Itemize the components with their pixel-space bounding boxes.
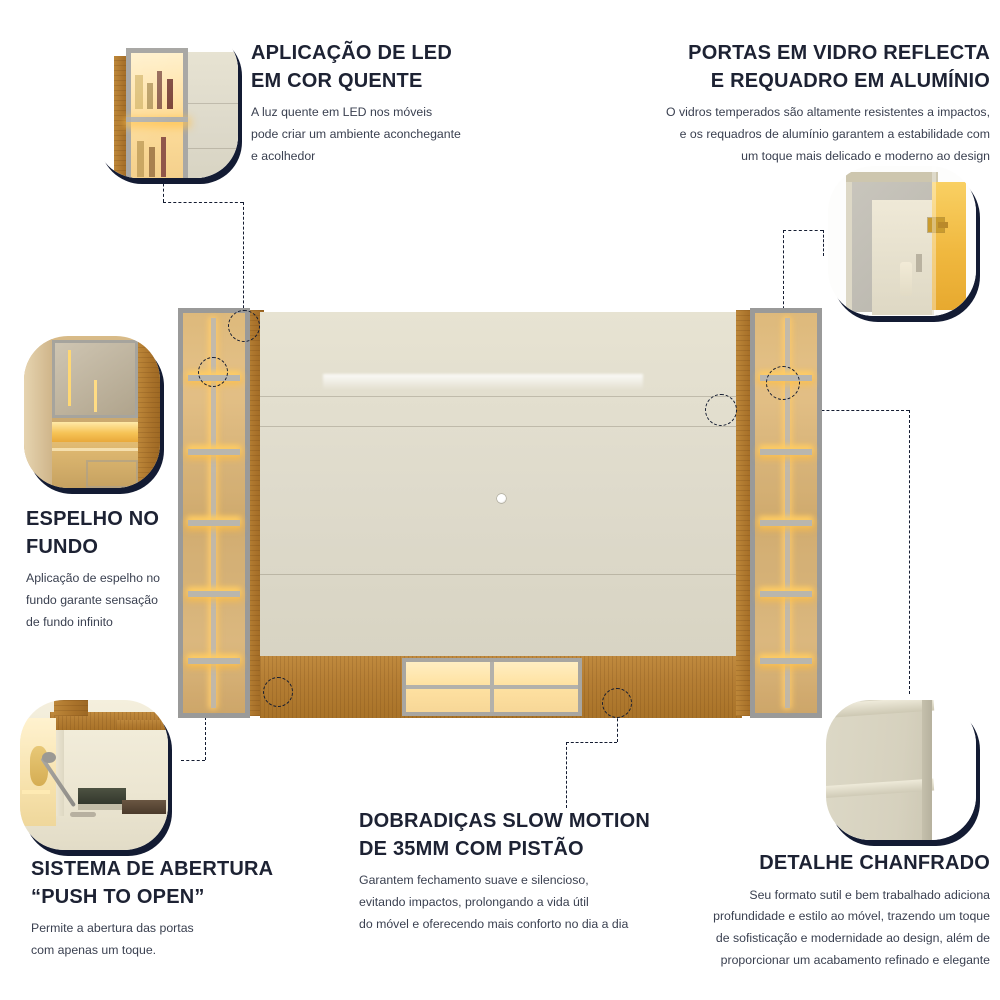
body-line-2: com apenas um toque. [31, 943, 157, 958]
body-line-1: Seu formato sutil e bem trabalhado adici… [749, 887, 990, 902]
body-line-1: Aplicação de espelho no [26, 571, 160, 586]
callout-espelho-no-fundo: ESPELHO NO FUNDO Aplicação de espelho no… [26, 506, 226, 634]
product-render-painel-home-theater [178, 308, 822, 726]
body-line-4: proporcionar um acabamento refinado e el… [720, 953, 990, 968]
marker-dobradicas [602, 688, 632, 718]
callout-led-cor-quente: APLICAÇÃO DE LED EM COR QUENTE A luz que… [251, 40, 491, 168]
marker-push-to-open [263, 677, 293, 707]
body-line-2: fundo garante sensação [26, 593, 158, 608]
title-line-2: “PUSH TO OPEN” [31, 885, 205, 908]
title-line-1: APLICAÇÃO DE LED [251, 42, 452, 64]
marker-portas-vidro [766, 366, 800, 400]
body-line-2: pode criar um ambiente aconchegante [251, 127, 461, 142]
title-line-1: SISTEMA DE ABERTURA [31, 858, 274, 880]
body-line-3: de sofisticação e modernidade ao design,… [715, 931, 990, 946]
title-line-1: DETALHE CHANFRADO [759, 852, 990, 874]
callout-title: APLICAÇÃO DE LED EM COR QUENTE [251, 40, 491, 95]
panel-highlight [323, 374, 643, 390]
torre-lateral-direita [736, 308, 822, 718]
callout-push-to-open: SISTEMA DE ABERTURA “PUSH TO OPEN” Permi… [31, 856, 281, 962]
suporte-tv-ponto [496, 494, 506, 503]
callout-body: Seu formato sutil e bem trabalhado adici… [660, 885, 990, 973]
marker-espelho-fundo [198, 357, 228, 387]
body-line-3: e acolhedor [251, 148, 316, 163]
callout-title: ESPELHO NO FUNDO [26, 506, 226, 561]
body-line-3: do móvel e oferecendo mais conforto no d… [359, 916, 629, 931]
title-line-1: ESPELHO NO [26, 508, 160, 530]
callout-body: Garantem fechamento suave e silencioso, … [359, 870, 659, 936]
body-line-1: A luz quente em LED nos móveis [251, 105, 433, 120]
body-line-1: O vidros temperados são altamente resist… [666, 105, 990, 120]
body-line-3: um toque mais delicado e moderno ao desi… [741, 148, 990, 163]
title-line-1: PORTAS EM VIDRO REFLECTA [688, 42, 990, 64]
callout-body: Permite a abertura das portas com apenas… [31, 918, 281, 962]
nicho-led-central [402, 658, 582, 716]
callout-title: DETALHE CHANFRADO [660, 850, 990, 878]
photo-nicho-led-garrafas [96, 28, 238, 178]
body-line-1: Permite a abertura das portas [31, 921, 194, 936]
photo-push-to-open [20, 700, 168, 850]
callout-title: SISTEMA DE ABERTURA “PUSH TO OPEN” [31, 856, 281, 911]
body-line-2: e os requadros de alumínio garantem a es… [679, 127, 990, 142]
body-line-3: de fundo infinito [26, 614, 113, 629]
callout-dobradicas-slow-motion: DOBRADIÇAS SLOW MOTION DE 35mm COM PISTÃ… [359, 808, 659, 936]
title-line-1: DOBRADIÇAS SLOW MOTION [359, 810, 651, 832]
painel-central-ripado [260, 312, 742, 656]
body-line-2: profundidade e estilo ao móvel, trazendo… [713, 909, 990, 924]
marker-detalhe-chanfrado [705, 394, 737, 426]
body-line-2: evitando impactos, prolongando a vida út… [359, 895, 589, 910]
title-line-2: FUNDO [26, 535, 99, 558]
title-line-2: DE 35mm COM PISTÃO [359, 837, 584, 860]
callout-body: O vidros temperados são altamente resist… [610, 102, 990, 168]
photo-porta-vidro-aberta [828, 166, 976, 316]
callout-body: A luz quente em LED nos móveis pode cria… [251, 102, 491, 168]
callout-title: DOBRADIÇAS SLOW MOTION DE 35mm COM PISTÃ… [359, 808, 659, 863]
photo-detalhe-chanfrado [826, 700, 976, 840]
title-line-2: EM COR QUENTE [251, 69, 423, 92]
body-line-1: Garantem fechamento suave e silencioso, [359, 873, 589, 888]
callout-title: PORTAS EM VIDRO REFLECTA E REQUADRO EM A… [610, 40, 990, 95]
title-line-2: E REQUADRO EM ALUMÍNIO [710, 69, 990, 92]
callout-detalhe-chanfrado: DETALHE CHANFRADO Seu formato sutil e be… [660, 850, 990, 972]
marker-led-cor-quente [228, 310, 260, 342]
callout-portas-vidro-reflecta: PORTAS EM VIDRO REFLECTA E REQUADRO EM A… [610, 40, 990, 168]
callout-body: Aplicação de espelho no fundo garante se… [26, 568, 226, 634]
base-madeira [260, 656, 742, 718]
photo-espelho-fundo [24, 336, 160, 488]
